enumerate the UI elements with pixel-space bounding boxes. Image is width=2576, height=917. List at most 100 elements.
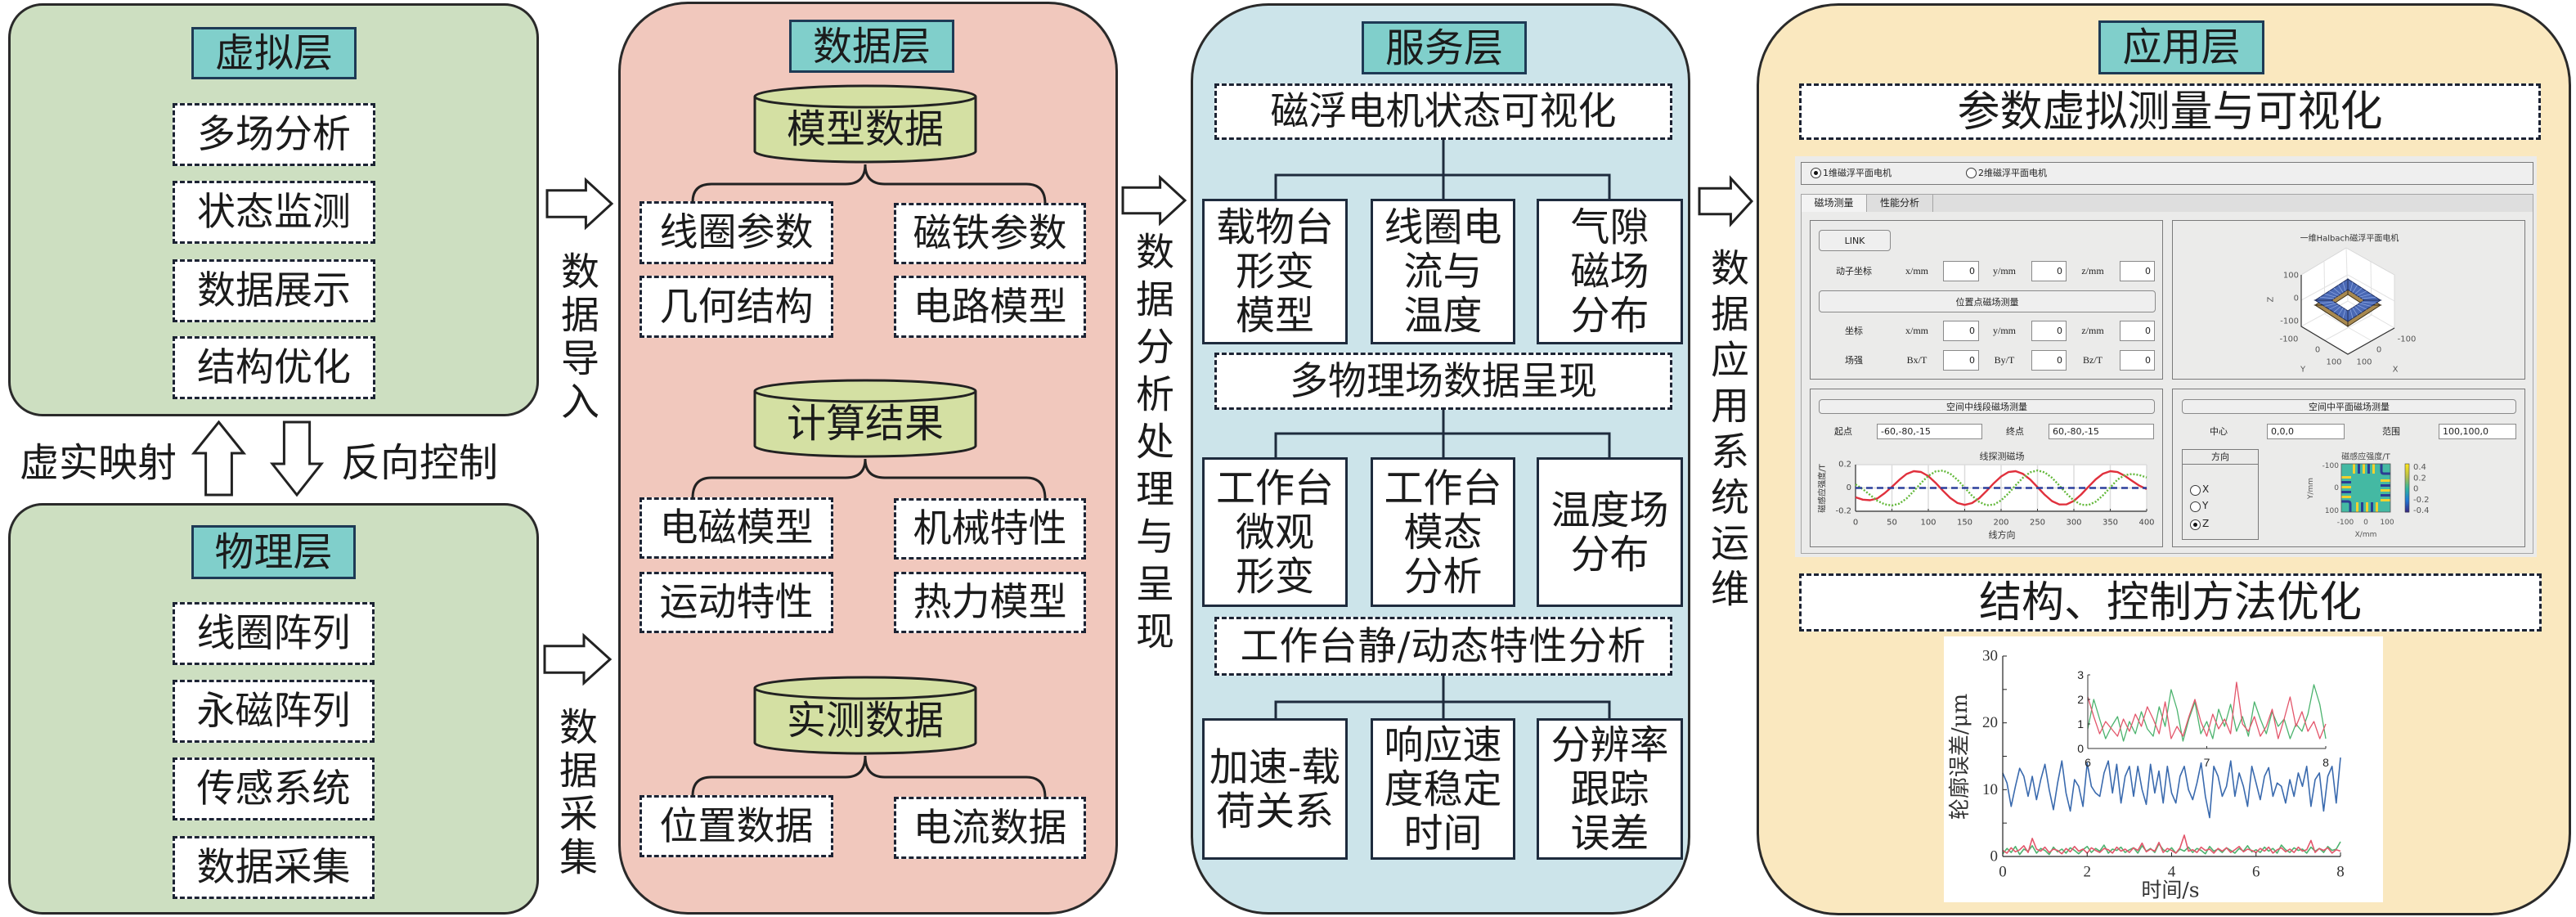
- right-arrow-icon: [545, 177, 614, 231]
- colorbar-tick-label: 0: [2413, 485, 2418, 494]
- colorbar-tick-label: -0.2: [2413, 496, 2430, 505]
- y-tick-label: 100: [2325, 507, 2339, 515]
- magnet-stripe: [2338, 285, 2344, 293]
- bz-output[interactable]: [2120, 350, 2155, 371]
- field-strength-label: 场强: [1845, 355, 1863, 366]
- bx-output[interactable]: [1943, 350, 1979, 371]
- heatmap-frame: [2340, 463, 2391, 513]
- heatmap-bar: [2366, 502, 2368, 512]
- colorbar-segment: [2405, 508, 2409, 511]
- heatmap-image: [2340, 463, 2391, 513]
- inset-y-tick-label: 0: [2077, 742, 2084, 755]
- x-tick-label: 50: [1887, 519, 1897, 528]
- data-item: 电磁模型: [640, 497, 833, 559]
- point-z-input[interactable]: [2120, 321, 2155, 341]
- colorbar-segment: [2405, 486, 2409, 488]
- start-point-input[interactable]: [1877, 424, 1982, 439]
- mover-x-input[interactable]: [1943, 261, 1979, 281]
- heatmap-bar: [2361, 502, 2363, 512]
- colorbar-tick-label: 0.4: [2413, 463, 2426, 472]
- point-x-input[interactable]: [1943, 321, 1979, 341]
- line-field-measure-button[interactable]: 空间中线段磁场测量: [1819, 399, 2155, 414]
- magnet-stripe: [2354, 287, 2363, 294]
- heatmap-bar: [2371, 502, 2373, 512]
- heatmap-bar: [2341, 491, 2351, 493]
- point-field-measure-button[interactable]: 位置点磁场测量: [1819, 290, 2156, 312]
- motor-3d-plot[interactable]: 一维Halbach磁浮平面电机1000-100Z-1000100-1000100…: [2173, 221, 2524, 379]
- heatmap-bar: [2353, 464, 2355, 474]
- unit-label: z/mm: [2081, 265, 2104, 276]
- colorbar-frame: [2404, 463, 2410, 513]
- motor-2d-radio[interactable]: [1966, 168, 1977, 178]
- service-box: 工作台 模态 分析: [1371, 457, 1515, 607]
- reverse-control-label: 反向控制: [341, 440, 499, 486]
- x-tick-label: 6: [2252, 864, 2260, 881]
- x-tick-label: -100: [2398, 335, 2417, 344]
- magnet-stripe: [2349, 308, 2354, 319]
- right-arrow-icon: [1698, 175, 1754, 227]
- direction-y-radio[interactable]: [2190, 501, 2201, 512]
- service-box: 响应速 度稳定 时间: [1371, 718, 1515, 860]
- direction-group: 方向 X Y Z: [2182, 449, 2259, 540]
- data-item: 电流数据: [894, 797, 1086, 859]
- service-section-header: 工作台静/动态特性分析: [1214, 617, 1672, 676]
- line-measure-panel: 空间中线段磁场测量 起点 终点 050100150200250300350400…: [1810, 389, 2163, 547]
- by-output[interactable]: [2031, 350, 2067, 371]
- database-icon: [753, 379, 977, 458]
- magnet-stripe: [2329, 304, 2339, 310]
- direction-z-label[interactable]: Z: [2202, 518, 2210, 529]
- magnet-stripe: [2319, 301, 2335, 304]
- mover-z-input[interactable]: [2120, 261, 2155, 281]
- x-axis-label: 线方向: [1989, 529, 2016, 541]
- range-label: 范围: [2382, 426, 2400, 437]
- colorbar-segment: [2405, 496, 2409, 499]
- y-tick-label: 0.2: [1838, 461, 1851, 470]
- x-tick-label: 150: [1957, 519, 1972, 528]
- heatmap-bar: [2367, 464, 2370, 474]
- motor-1d-label[interactable]: 1维磁浮平面电机: [1823, 168, 1892, 178]
- link-button[interactable]: LINK: [1819, 230, 1891, 251]
- unit-label: z/mm: [2081, 325, 2104, 336]
- center-label: 中心: [2210, 426, 2228, 437]
- y-tick-label: 20: [1982, 714, 1998, 731]
- plane-field-measure-button[interactable]: 空间中平面磁场测量: [2182, 399, 2516, 414]
- center-input[interactable]: [2267, 424, 2345, 439]
- colorbar-segment: [2405, 489, 2409, 492]
- magnet-stripe: [2361, 301, 2376, 304]
- end-point-input[interactable]: [2049, 424, 2154, 439]
- direction-z-radio[interactable]: [2190, 519, 2201, 530]
- colorbar-segment: [2405, 500, 2409, 503]
- x-tick-label: 4: [2168, 864, 2176, 881]
- direction-group-title: 方向: [2183, 450, 2258, 465]
- series-line-green: [1855, 469, 2147, 507]
- tab-performance-analysis[interactable]: 性能分析: [1867, 195, 1933, 212]
- magnet-stripe: [2349, 281, 2354, 292]
- y-tick-label: 30: [1982, 648, 1998, 665]
- y-axis-label: Y: [2300, 366, 2306, 375]
- direction-x-label[interactable]: X: [2202, 483, 2210, 495]
- heatmap-bar: [2381, 484, 2390, 487]
- motor-2d-label[interactable]: 2维磁浮平面电机: [1978, 168, 2047, 178]
- heatmap-bar: [2381, 489, 2390, 492]
- service-section-header: 磁浮电机状态可视化: [1214, 83, 1672, 140]
- motor-1d-radio[interactable]: [1811, 168, 1821, 178]
- point-y-input[interactable]: [2031, 321, 2067, 341]
- range-input[interactable]: [2439, 424, 2516, 439]
- tab-field-measurement[interactable]: 磁场测量: [1802, 195, 1867, 212]
- chart-title: 磁感应强度/T: [2341, 452, 2390, 462]
- virtual-layer-item: 数据展示: [173, 259, 375, 322]
- direction-x-radio[interactable]: [2190, 485, 2201, 496]
- mover-coords-label: 动子坐标: [1836, 266, 1872, 276]
- start-point-label: 起点: [1834, 426, 1852, 437]
- mover-y-input[interactable]: [2031, 261, 2067, 281]
- direction-y-label[interactable]: Y: [2202, 500, 2209, 511]
- colorbar-segment: [2405, 467, 2409, 470]
- inset-x-tick-label: 7: [2204, 756, 2210, 769]
- service-layer-title: 服务层: [1362, 21, 1527, 74]
- service-box: 分辨率 跟踪 误差: [1537, 718, 1683, 860]
- colorbar-segment: [2405, 510, 2409, 513]
- data-item: 磁铁参数: [894, 203, 1086, 264]
